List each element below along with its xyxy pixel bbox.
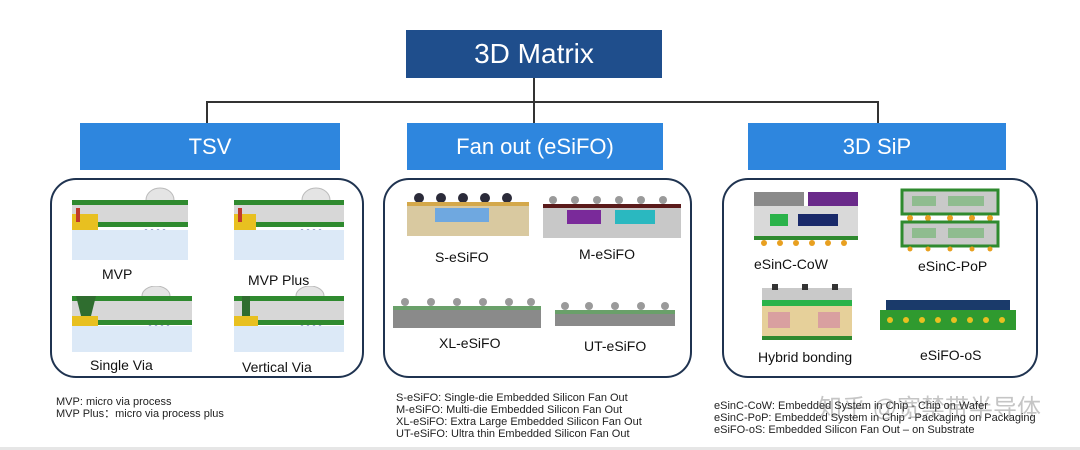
note-line: eSinC-CoW: Embedded System in Chip - Chi…	[714, 400, 988, 412]
category-title: Fan out (eSiFO)	[456, 133, 614, 159]
item-label-mvp-plus: MVP Plus	[248, 272, 310, 288]
note-line: MVP: micro via process	[56, 396, 172, 408]
connector-fanout	[533, 101, 535, 123]
panel-fan-out: S-eSiFO M-eSiFO XL-eSiFO UT-eSiFO	[383, 178, 692, 378]
esinc-pop-illustration	[900, 188, 1000, 252]
item-label-m-esifo: M-eSiFO	[579, 246, 635, 262]
note-line: UT-eSiFO: Ultra thin Embedded Silicon Fa…	[396, 428, 630, 440]
item-label-esinc-cow: eSinC-CoW	[754, 256, 828, 272]
note-line: eSinC-PoP: Embedded System in Chip - Pac…	[714, 412, 1036, 424]
item-label-vertical-via: Vertical Via	[242, 359, 312, 375]
watermark: 知乎 @宽禁带半导体	[818, 395, 1042, 422]
panel-3d-sip: eSinC-CoW eSinC-PoP Hybrid bonding	[722, 178, 1038, 378]
m-esifo-illustration	[543, 196, 681, 238]
root-node-3d-matrix: 3D Matrix	[406, 30, 662, 78]
bottom-divider	[0, 447, 1080, 450]
note-line: S-eSiFO: Single-die Embedded Silicon Fan…	[396, 392, 628, 404]
esifo-os-illustration	[880, 300, 1016, 330]
connector-vertical-root	[533, 78, 535, 102]
connector-3dsip	[877, 101, 879, 123]
root-title: 3D Matrix	[474, 38, 594, 69]
ut-esifo-illustration	[555, 302, 675, 326]
s-esifo-illustration	[407, 193, 529, 236]
notes-fan-out: S-eSiFO: Single-die Embedded Silicon Fan…	[396, 392, 642, 440]
category-title: TSV	[188, 133, 232, 159]
mvp-illustration	[72, 187, 188, 260]
item-label-esinc-pop: eSinC-PoP	[918, 258, 988, 274]
panel-tsv: MVP MVP Plus Single Via Verti	[50, 178, 364, 378]
category-title: 3D SiP	[842, 133, 912, 159]
note-line: M-eSiFO: Multi-die Embedded Silicon Fan …	[396, 404, 623, 416]
category-tsv: TSV	[80, 123, 340, 170]
hybrid-bonding-illustration	[762, 284, 852, 340]
connector-horizontal	[206, 101, 879, 103]
item-label-esifo-os: eSiFO-oS	[920, 347, 982, 363]
item-label-mvp: MVP	[102, 266, 133, 282]
note-line: eSiFO-oS: Embedded Silicon Fan Out – on …	[714, 424, 975, 436]
note-line: MVP Plus：micro via process plus	[56, 408, 224, 420]
xl-esifo-illustration	[393, 298, 541, 328]
notes-3d-sip: eSinC-CoW: Embedded System in Chip - Chi…	[714, 400, 1036, 436]
item-label-ut-esifo: UT-eSiFO	[584, 338, 647, 354]
esinc-cow-illustration	[754, 192, 858, 246]
notes-tsv: MVP: micro via process MVP Plus：micro vi…	[56, 396, 224, 420]
single-via-illustration	[72, 286, 192, 352]
vertical-via-illustration	[234, 286, 344, 352]
note-line: XL-eSiFO: Extra Large Embedded Silicon F…	[396, 416, 642, 428]
connector-tsv	[206, 101, 208, 123]
item-label-xl-esifo: XL-eSiFO	[439, 335, 501, 351]
item-label-hybrid-bonding: Hybrid bonding	[758, 349, 853, 365]
item-label-single-via: Single Via	[90, 357, 153, 373]
item-label-s-esifo: S-eSiFO	[435, 249, 489, 265]
category-fan-out: Fan out (eSiFO)	[407, 123, 663, 170]
mvp-plus-illustration	[234, 187, 344, 260]
category-3d-sip: 3D SiP	[748, 123, 1006, 170]
